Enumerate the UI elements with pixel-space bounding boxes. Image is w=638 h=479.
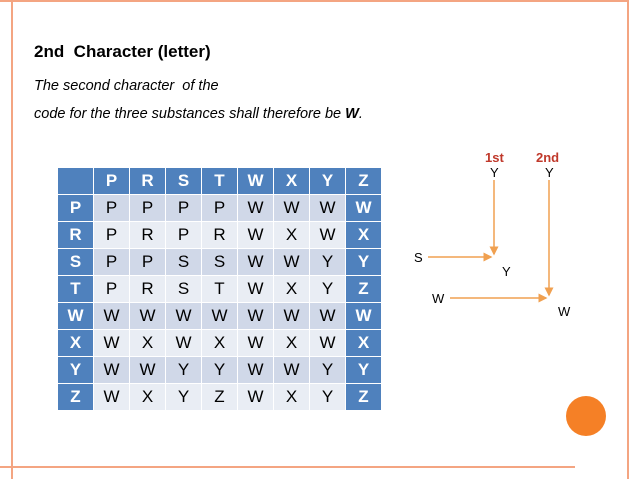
- second-top-letter: Y: [545, 165, 554, 180]
- row-header: Y: [57, 356, 94, 384]
- input-w-letter: W: [432, 291, 445, 306]
- table-cell: W: [93, 302, 130, 330]
- table-cell: Y: [309, 356, 346, 384]
- table-cell: P: [93, 221, 130, 249]
- table-cell: W: [237, 383, 274, 411]
- table-cell: X: [201, 329, 238, 357]
- frame-left-line: [11, 0, 13, 479]
- second-label: 2nd: [536, 150, 560, 165]
- table-cell: W: [273, 356, 310, 384]
- row-header: P: [57, 194, 94, 222]
- first-top-letter: Y: [490, 165, 499, 180]
- table-cell: W: [201, 302, 238, 330]
- body-text-suffix: .: [358, 106, 363, 122]
- table-cell: X: [273, 383, 310, 411]
- table-cell: Y: [201, 356, 238, 384]
- table-cell: X: [129, 383, 166, 411]
- result-second-letter: W: [558, 304, 571, 319]
- column-header: S: [165, 167, 202, 195]
- table-cell: W: [309, 302, 346, 330]
- table-cell: Y: [309, 383, 346, 411]
- result-first-letter: Y: [502, 264, 511, 279]
- table-cell: W: [237, 356, 274, 384]
- frame-bottom-line: [0, 466, 575, 468]
- column-header: T: [201, 167, 238, 195]
- table-cell: Y: [165, 356, 202, 384]
- table-cell: P: [93, 194, 130, 222]
- table-cell: Y: [165, 383, 202, 411]
- table-cell: P: [129, 194, 166, 222]
- table-cell: W: [129, 302, 166, 330]
- row-header: Z: [57, 383, 94, 411]
- column-header: W: [237, 167, 274, 195]
- table-cell: X: [273, 221, 310, 249]
- table-cell: R: [201, 221, 238, 249]
- table-cell: P: [93, 275, 130, 303]
- row-header: W: [57, 302, 94, 330]
- decorative-orange-circle: [566, 396, 606, 436]
- table-cell: Y: [345, 248, 382, 276]
- body-text-prefix: code for the three substances shall ther…: [34, 106, 346, 122]
- table-cell: W: [237, 275, 274, 303]
- table-cell: S: [201, 248, 238, 276]
- table-cell: X: [273, 329, 310, 357]
- table-cell: W: [237, 221, 274, 249]
- table-cell: S: [165, 248, 202, 276]
- column-header: Z: [345, 167, 382, 195]
- table-cell: Y: [345, 356, 382, 384]
- column-header: R: [129, 167, 166, 195]
- table-cell: R: [129, 275, 166, 303]
- table-cell: W: [237, 248, 274, 276]
- table-cell: P: [93, 248, 130, 276]
- column-header: Y: [309, 167, 346, 195]
- table-cell: W: [129, 356, 166, 384]
- table-cell: X: [345, 221, 382, 249]
- frame-right-line: [627, 0, 629, 479]
- first-label: 1st: [485, 150, 504, 165]
- frame-top-line: [0, 0, 627, 2]
- body-text-line-1: The second character of the: [34, 78, 219, 94]
- slide-heading: 2nd Character (letter): [34, 42, 211, 61]
- input-s-letter: S: [414, 250, 423, 265]
- table-cell: W: [345, 194, 382, 222]
- table-cell: T: [201, 275, 238, 303]
- table-cell: Z: [345, 383, 382, 411]
- table-cell: W: [165, 329, 202, 357]
- row-header: S: [57, 248, 94, 276]
- column-header: X: [273, 167, 310, 195]
- table-cell: X: [273, 275, 310, 303]
- table-cell: P: [201, 194, 238, 222]
- table-cell: P: [129, 248, 166, 276]
- table-cell: W: [93, 383, 130, 411]
- row-header: R: [57, 221, 94, 249]
- table-cell: W: [309, 221, 346, 249]
- table-cell: W: [237, 302, 274, 330]
- table-cell: P: [165, 194, 202, 222]
- table-cell: W: [309, 329, 346, 357]
- row-header: T: [57, 275, 94, 303]
- body-text-line-2: code for the three substances shall ther…: [34, 106, 363, 122]
- table-cell: Y: [309, 275, 346, 303]
- body-text-emphasis: W: [345, 106, 359, 122]
- table-cell: W: [273, 248, 310, 276]
